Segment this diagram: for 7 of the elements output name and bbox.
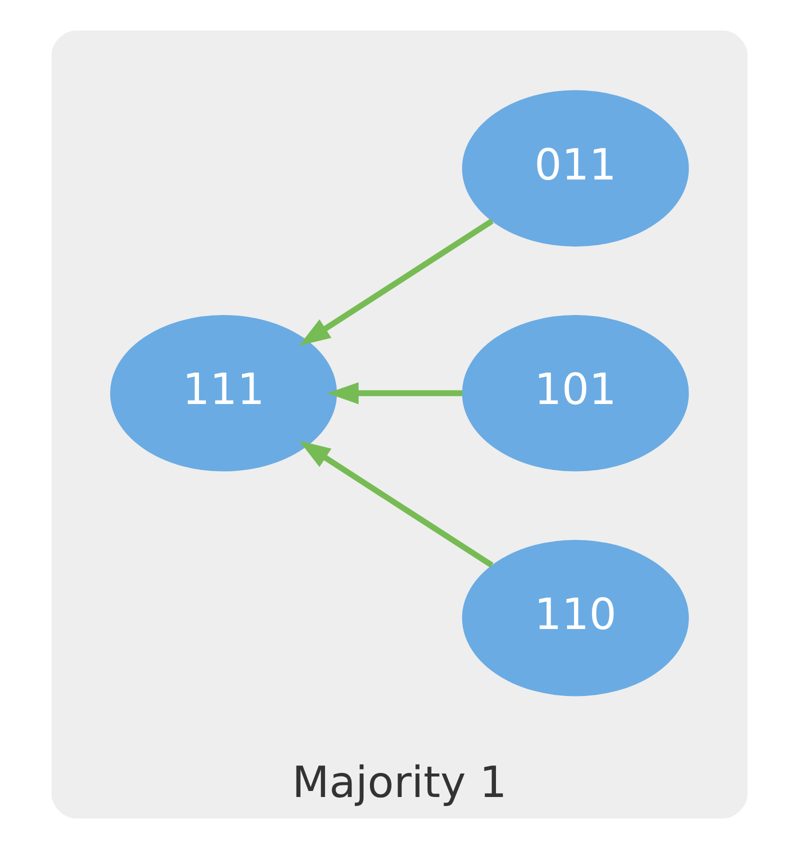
node-ellipse: 111 xyxy=(110,315,337,472)
arrow xyxy=(299,440,494,568)
node-ellipse: 101 xyxy=(462,315,689,472)
arrow xyxy=(327,382,462,404)
node-ellipse: 011 xyxy=(462,90,689,247)
arrow xyxy=(299,218,494,346)
node-ellipse: 110 xyxy=(462,540,689,696)
